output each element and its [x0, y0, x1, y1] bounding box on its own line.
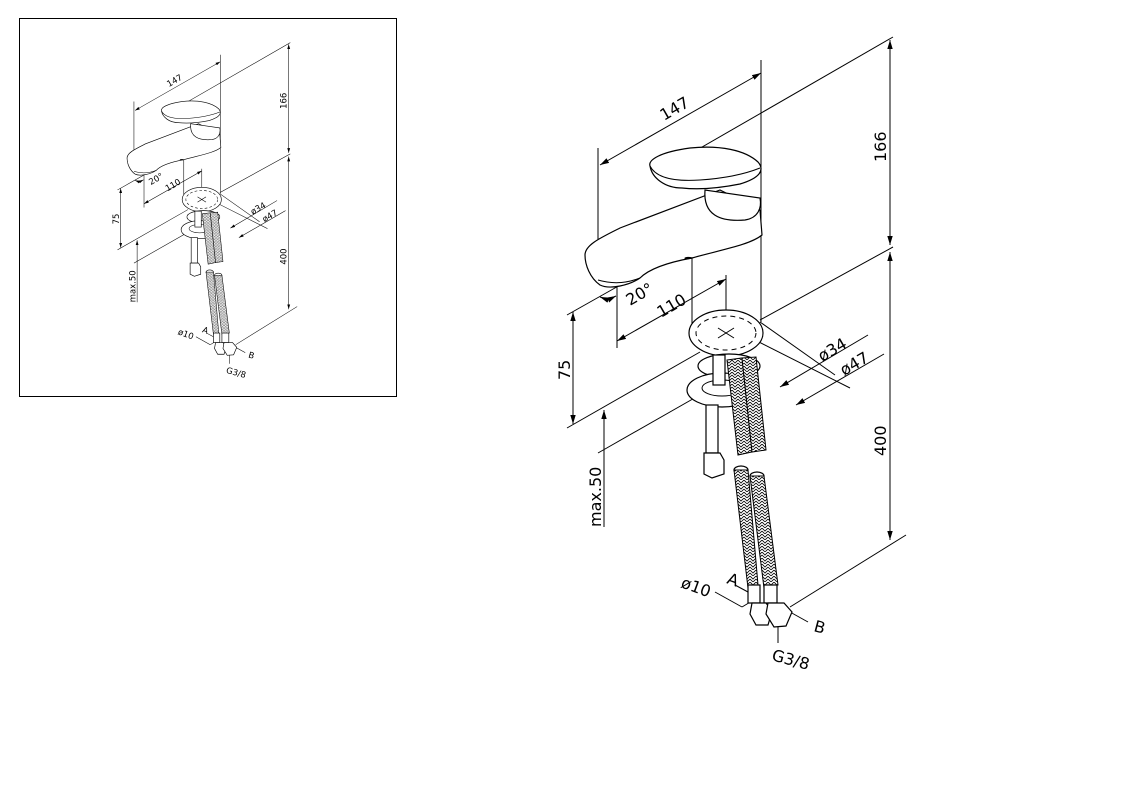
pipe [190, 237, 198, 264]
dim-max-thickness: max.50 [128, 270, 138, 302]
threaded-rod [194, 210, 202, 228]
pipe-nut [189, 262, 202, 277]
pipe-nut [703, 452, 725, 479]
dim-width: 147 [657, 93, 693, 125]
dim-spout-height: 75 [111, 214, 121, 225]
label-b: B [812, 617, 828, 638]
dimension-labels: 147 166 400 110 20° 75 max.50 ø34 ø47 ø1… [555, 93, 890, 674]
faucet [584, 146, 793, 628]
lever-handle [161, 100, 221, 124]
dim-height-top: 166 [279, 93, 289, 109]
label-b: B [247, 350, 255, 361]
hose-b [749, 475, 779, 589]
lever-base [704, 189, 762, 221]
threaded-rod [712, 354, 726, 386]
nut-b [222, 342, 238, 356]
main-drawing: 147 166 400 110 20° 75 max.50 ø34 ø47 ø1… [555, 36, 907, 674]
nut-b [765, 602, 793, 628]
hose-b [214, 275, 230, 335]
dim-hose-length: 400 [279, 249, 289, 265]
lever-base [190, 123, 221, 141]
lever-handle [649, 146, 762, 190]
dim-max-thickness: max.50 [586, 467, 605, 527]
pipe [705, 404, 719, 454]
label-thread: G3/8 [770, 646, 812, 674]
dim-height-top: 166 [871, 131, 890, 162]
dimension-lines [570, 40, 893, 540]
thumbnail-drawing: 147 166 400 110 20° 75 max.50 ø34 ø47 ø1… [111, 42, 298, 380]
dim-hose-length: 400 [871, 425, 890, 456]
dimension-lines [119, 44, 291, 310]
dim-hose-d: ø10 [679, 573, 714, 601]
faucet [126, 100, 238, 356]
label-a: A [201, 324, 210, 335]
dim-spout-height: 75 [555, 360, 574, 380]
